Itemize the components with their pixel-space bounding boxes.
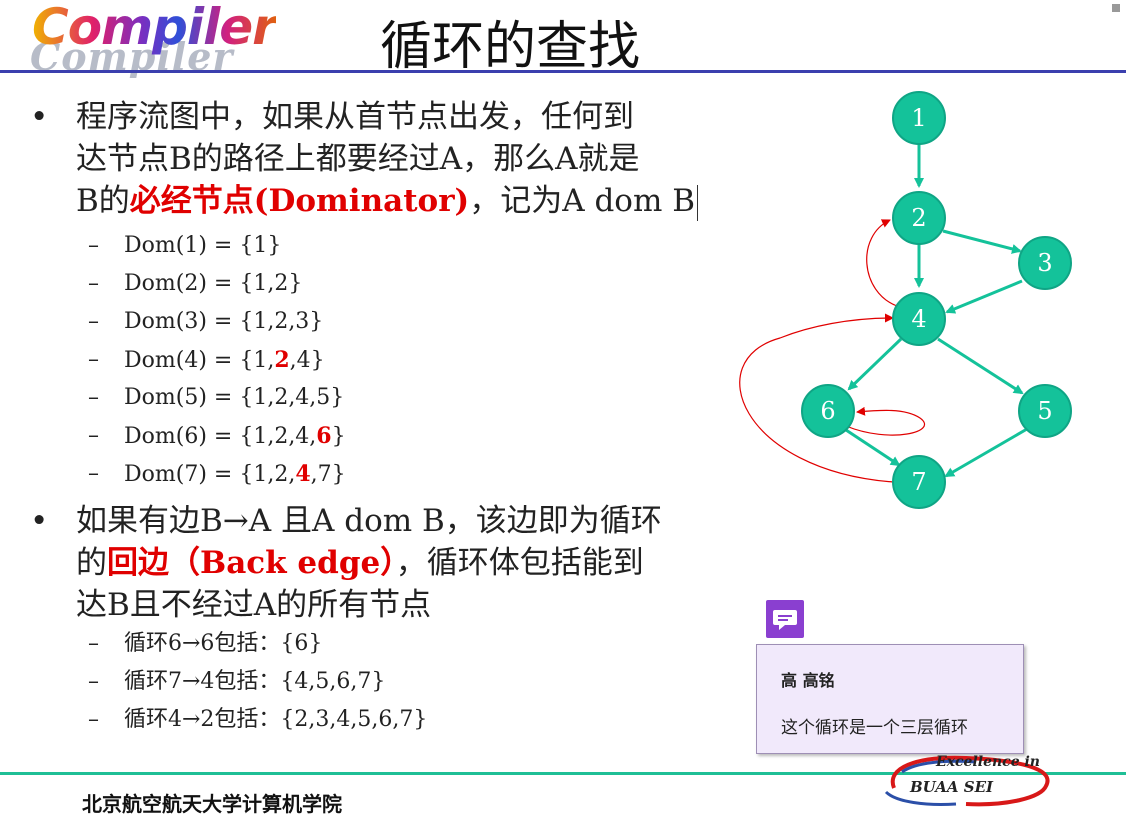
corner-marker [1112, 4, 1120, 12]
node-label: 7 [911, 468, 926, 496]
graph-node-5: 5 [1018, 384, 1072, 438]
text-cursor [697, 184, 698, 221]
bottom-divider [0, 772, 1126, 775]
edge-6-7 [845, 428, 901, 467]
dom-item-text-end: ,4} [289, 348, 325, 373]
dominator-term: 必经节点(Dominator) [129, 183, 470, 219]
node-label: 6 [820, 397, 835, 425]
node-label: 3 [1037, 249, 1052, 277]
comment-body: 这个循环是一个三层循环 [781, 718, 968, 738]
dom-item-text-end: ,7} [310, 462, 346, 487]
speech-bubble-icon [773, 610, 797, 630]
back-edge-term: 回边（Back edge） [107, 545, 396, 581]
edge-4-6 [847, 337, 903, 391]
edge-5-7 [944, 427, 1028, 478]
brand-bottom-text: BUAA SEI [910, 778, 994, 796]
node-label: 2 [911, 204, 926, 232]
bullet2-line1: 如果有边B→A 且A dom B，该边即为循环 [76, 503, 662, 539]
compiler-logo: Compiler Compiler [10, 0, 277, 82]
graph-node-2: 2 [892, 191, 946, 245]
comment-popup[interactable]: 高 高铭 这个循环是一个三层循环 [756, 644, 1024, 754]
dom-item-highlight: 2 [274, 347, 290, 373]
node-label: 4 [911, 305, 926, 333]
bullet-dot: • [30, 99, 49, 135]
bullet2-line3: 达B且不经过A的所有节点 [76, 587, 432, 623]
back-edge-4-2 [866, 219, 898, 307]
loop-item-text: 循环6→6包括：{6} [124, 631, 323, 656]
bullet-back-edge-text: 如果有边B→A 且A dom B，该边即为循环 的回边（Back edge），循… [76, 500, 716, 626]
flow-graph: 1 2 3 4 5 6 7 [739, 91, 1072, 509]
loop-item-text: 循环4→2包括：{2,3,4,5,6,7} [124, 707, 428, 732]
slide-title: 循环的查找 [380, 17, 641, 77]
dom-item-text: Dom(2) = {1,2} [124, 271, 303, 296]
dom-item-highlight: 6 [316, 423, 332, 449]
back-edge-6-6 [845, 406, 926, 436]
bullet-dot: • [30, 503, 49, 539]
graph-node-4: 4 [892, 292, 946, 346]
bullet2-line2-start: 的 [76, 545, 107, 581]
bullet1-line3-start: B的 [76, 183, 130, 219]
bullet1-line3-end: ，记为A dom B [469, 183, 695, 219]
bullet1-line3: B的必经节点(Dominator)，记为A dom B [76, 180, 716, 222]
dom-item-text: Dom(4) = {1, [124, 348, 275, 373]
bullet2-line2: 的回边（Back edge），循环体包括能到 [76, 542, 716, 584]
dom-item-text: Dom(1) = {1} [124, 233, 282, 258]
dom-item-text: Dom(5) = {1,2,4,5} [124, 385, 345, 410]
bullet2-line2-end: ，循环体包括能到 [395, 545, 644, 581]
back-edge-7-4 [739, 313, 894, 483]
bullet-dominator-text: 程序流图中，如果从首节点出发，任何到 达节点B的路径上都要经过A，那么A就是 B… [76, 96, 716, 222]
buaa-sei-logo: Excellence in BUAA SEI [876, 748, 1056, 808]
logo-swoosh-icon [884, 755, 1050, 807]
edge-4-5 [937, 337, 1024, 395]
logo-text: Compiler [32, 0, 277, 56]
graph-node-3: 3 [1018, 236, 1072, 290]
edge-2-3 [942, 229, 1022, 254]
graph-node-1: 1 [892, 91, 946, 145]
node-label: 5 [1037, 397, 1052, 425]
graph-node-7: 7 [892, 455, 946, 509]
brand-top-text: Excellence in [936, 754, 1040, 770]
loop-item-text: 循环7→4包括：{4,5,6,7} [124, 669, 386, 694]
bullet1-line2: 达节点B的路径上都要经过A，那么A就是 [76, 141, 640, 177]
comment-author: 高 高铭 [781, 671, 835, 690]
graph-node-6: 6 [801, 384, 855, 438]
top-divider [0, 70, 1126, 73]
dom-item-highlight: 4 [295, 461, 311, 487]
dom-item-text: Dom(3) = {1,2,3} [124, 309, 324, 334]
edge-3-4 [945, 279, 1023, 314]
dom-item-text: Dom(7) = {1,2, [124, 462, 296, 487]
node-label: 1 [911, 104, 926, 132]
footer-institution: 北京航空航天大学计算机学院 [82, 792, 342, 816]
dom-item-text: Dom(6) = {1,2,4, [124, 424, 317, 449]
bullet1-line1: 程序流图中，如果从首节点出发，任何到 [76, 99, 634, 135]
comment-icon[interactable] [766, 600, 804, 638]
dom-item-text-end: } [331, 424, 346, 449]
